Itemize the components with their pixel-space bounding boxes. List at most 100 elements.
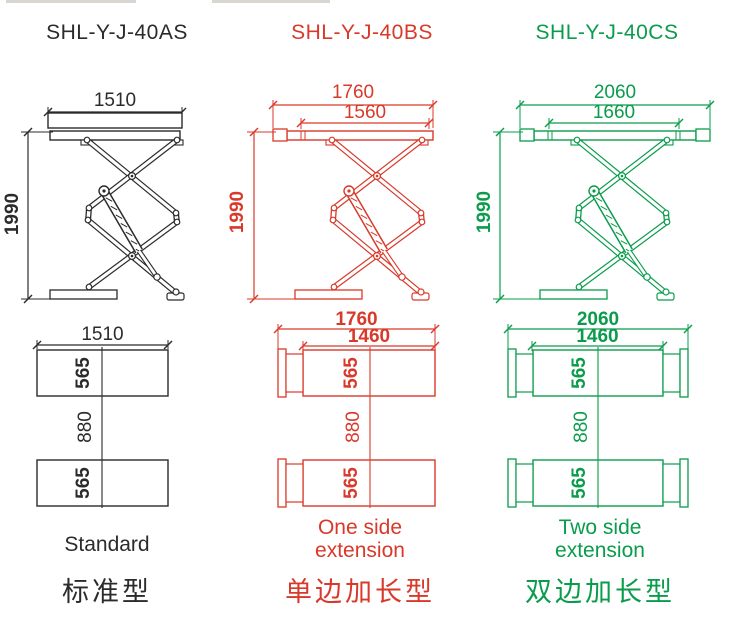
pivot-joint: [417, 209, 425, 217]
side-view-drawing: 1510: [21, 90, 187, 304]
extension-connector: [662, 463, 681, 503]
variant-caption-en: Standard: [64, 533, 150, 556]
extension-end-bar: [277, 348, 287, 398]
pivot-joint: [417, 288, 425, 296]
dim-label-side-outer: 1760: [332, 82, 374, 103]
pivot-joint: [85, 204, 93, 212]
extension-connector: [285, 463, 304, 503]
model-title: SHL-Y-J-40BS: [291, 21, 433, 44]
dim-label-side-inner: 1660: [593, 102, 635, 123]
height-dimension-label: 1990: [227, 190, 248, 234]
cylinder-hatch: [350, 197, 358, 202]
cropped-text-remnant: [212, 0, 330, 3]
plan-platform-front: [302, 349, 436, 397]
scissor-arm-fill: [137, 250, 159, 278]
pivot-joint: [663, 136, 671, 144]
dim-label-side-inner: 1560: [344, 102, 386, 123]
extension-cap: [272, 128, 288, 142]
scissor-arm-fill: [346, 189, 387, 253]
pivot-joint: [662, 209, 670, 217]
cylinder-hatch: [125, 231, 133, 237]
extension-connector: [515, 463, 534, 503]
pivot-joint: [83, 136, 91, 144]
platform-rail: [286, 130, 434, 141]
cylinder-hatch: [360, 214, 368, 219]
cylinder-hatch: [370, 231, 378, 237]
model-title: SHL-Y-J-40AS: [46, 21, 188, 44]
pivot-joint: [328, 136, 336, 144]
cylinder-mount-pin: [592, 189, 596, 193]
dim-label-platform-width: 565: [569, 357, 590, 389]
variant-caption-zh: 单边加长型: [285, 577, 435, 607]
extension-end-bar: [679, 458, 689, 508]
pivot-joint: [173, 136, 181, 144]
variant-caption-en: Two side extension: [555, 516, 645, 562]
dim-label-plan-outer: 1760: [335, 309, 377, 330]
pivot-joint: [573, 136, 581, 144]
pivot-joint: [663, 218, 671, 226]
scissor-arm-fill: [101, 189, 142, 253]
center-pivot-pin: [620, 174, 624, 178]
pivot-joint: [575, 283, 583, 291]
piston-end-joint: [643, 273, 651, 281]
piston-end-joint: [398, 273, 406, 281]
dim-label-platform-width: 565: [341, 467, 362, 499]
piston-end-joint: [153, 273, 161, 281]
pivot-joint: [84, 216, 92, 224]
pivot-joint: [418, 136, 426, 144]
platform-top-pad: [47, 112, 183, 129]
dim-label-gap: 880: [343, 411, 364, 443]
cylinder-mount-pin: [347, 189, 351, 193]
pivot-joint: [574, 216, 582, 224]
cylinder-hatch: [355, 205, 363, 211]
variant-caption-zh: 标准型: [62, 577, 152, 607]
dim-label-plan-inner: 1460: [576, 326, 618, 347]
cylinder-mount-pin: [102, 189, 106, 193]
base-plate: [49, 289, 118, 300]
pivot-joint: [330, 204, 338, 212]
scissor-mechanism: [49, 136, 185, 301]
cylinder-hatch: [615, 231, 623, 237]
extension-end-bar: [277, 458, 287, 508]
cylinder-hatch: [605, 214, 613, 219]
variant-caption-zh: 双边加长型: [525, 577, 675, 607]
pivot-joint: [330, 283, 338, 291]
extension-connector: [515, 353, 534, 393]
dim-label-plan-outer: 2060: [577, 309, 619, 330]
cylinder-hatch: [110, 205, 118, 211]
height-dimension-label: 1990: [2, 192, 23, 236]
dim-label-side-outer: 1510: [94, 90, 136, 111]
extension-end-bar: [507, 458, 517, 508]
scissor-mechanism: [539, 136, 675, 301]
pivot-joint: [418, 218, 426, 226]
cylinder-hatch: [130, 240, 138, 245]
pivot-joint: [172, 288, 180, 296]
center-pivot-pin: [620, 254, 624, 258]
center-pivot-pin: [375, 174, 379, 178]
cylinder-hatch: [375, 240, 383, 245]
dim-label-platform-width: 565: [73, 357, 94, 389]
extension-cap: [695, 128, 711, 142]
pivot-joint: [173, 218, 181, 226]
pivot-joint: [172, 209, 180, 217]
cylinder-hatch: [620, 240, 628, 245]
extension-end-bar: [507, 348, 517, 398]
extension-end-bar: [679, 348, 689, 398]
center-pivot-pin: [130, 174, 134, 178]
base-plate: [294, 289, 363, 300]
dim-label-platform-width: 565: [569, 467, 590, 499]
pivot-joint: [329, 216, 337, 224]
dim-label-platform-width: 565: [73, 467, 94, 499]
cylinder-hatch: [115, 214, 123, 219]
cropped-text-remnant: [6, 0, 136, 3]
scissor-arm-fill: [382, 250, 404, 278]
center-pivot-pin: [375, 254, 379, 258]
